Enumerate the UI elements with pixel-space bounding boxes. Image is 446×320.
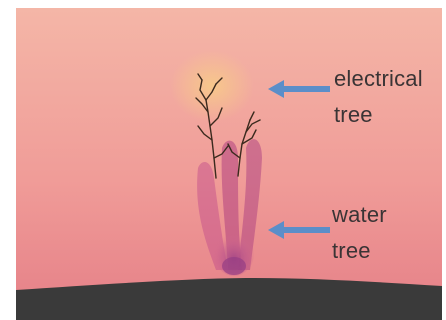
microscope-photo: electrical tree water tree bbox=[16, 8, 442, 320]
water-tree-label-line1: water bbox=[332, 202, 387, 228]
electrical-tree-glow bbox=[170, 50, 254, 122]
photo-illustration bbox=[16, 8, 442, 320]
water-tree-label-line2: tree bbox=[332, 238, 371, 264]
electrical-tree-label-line2: tree bbox=[334, 102, 373, 128]
electrical-tree-label-line1: electrical bbox=[334, 66, 423, 92]
